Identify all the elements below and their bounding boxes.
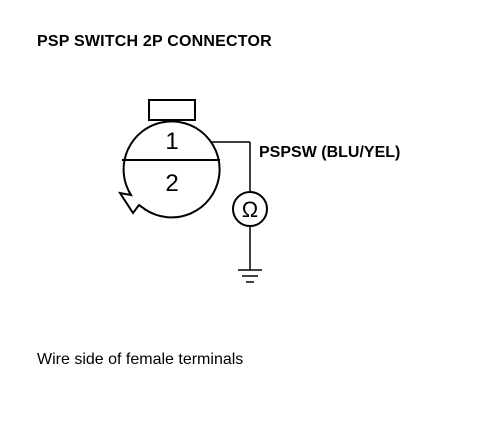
connector-lock-tab — [148, 99, 196, 121]
pin-1-label: 1 — [165, 128, 178, 155]
diagram-title: PSP SWITCH 2P CONNECTOR — [37, 33, 272, 50]
diagram-caption: Wire side of female terminals — [37, 351, 244, 368]
ground-icon — [238, 269, 262, 283]
connector-body — [117, 99, 221, 219]
connector-outline — [117, 120, 221, 219]
ohm-symbol: Ω — [242, 197, 258, 222]
test-wire — [210, 141, 268, 270]
wire-label: PSPSW (BLU/YEL) — [259, 144, 401, 161]
pin-2-label: 2 — [165, 170, 178, 197]
